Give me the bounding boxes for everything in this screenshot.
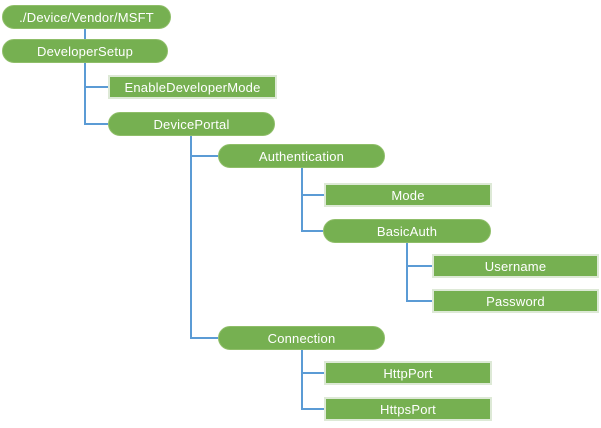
node-label: ./Device/Vendor/MSFT: [19, 9, 154, 25]
connector-authentication-trunk: [301, 168, 303, 232]
node-label: DeveloperSetup: [36, 43, 134, 59]
connector-to-password: [406, 300, 432, 302]
node-label: HttpsPort: [380, 401, 436, 417]
node-label: Mode: [391, 187, 425, 203]
tree-node-connection: Connection: [218, 326, 385, 350]
connector-developersetup-trunk: [84, 63, 86, 125]
node-label: DevicePortal: [153, 116, 230, 132]
node-label: BasicAuth: [376, 223, 438, 239]
node-label: Password: [486, 293, 545, 309]
tree-node-mode: Mode: [324, 183, 492, 207]
tree-node-deviceportal: DevicePortal: [108, 112, 275, 136]
connector-to-deviceportal: [84, 123, 108, 125]
connector-to-httpsport: [301, 408, 324, 410]
node-label: HttpPort: [383, 365, 433, 381]
connector-to-username: [406, 265, 432, 267]
tree-node-password: Password: [432, 289, 599, 313]
node-label: EnableDeveloperMode: [124, 79, 261, 95]
connector-connection-trunk: [301, 350, 303, 410]
tree-node-enabledevelopermode: EnableDeveloperMode: [108, 75, 277, 99]
tree-node-authentication: Authentication: [218, 144, 385, 168]
connector-to-enabledevelopermode: [84, 86, 108, 88]
tree-node-developersetup: DeveloperSetup: [2, 39, 168, 63]
connector-to-mode: [301, 194, 324, 196]
connector-to-connection: [190, 337, 218, 339]
connector-basicauth-trunk: [406, 243, 408, 302]
node-label: Username: [484, 258, 547, 274]
connector-to-authentication: [190, 155, 218, 157]
node-label: Connection: [267, 330, 336, 346]
tree-node-username: Username: [432, 254, 599, 278]
node-label: Authentication: [258, 148, 345, 164]
connector-root-to-developersetup: [84, 29, 86, 39]
connector-deviceportal-trunk: [190, 136, 192, 339]
connector-to-httpport: [301, 372, 324, 374]
tree-node-basicauth: BasicAuth: [323, 219, 491, 243]
tree-node-device-vendor-msft: ./Device/Vendor/MSFT: [2, 5, 171, 29]
tree-node-httpport: HttpPort: [324, 361, 492, 385]
tree-node-httpsport: HttpsPort: [324, 397, 492, 421]
connector-to-basicauth: [301, 230, 323, 232]
